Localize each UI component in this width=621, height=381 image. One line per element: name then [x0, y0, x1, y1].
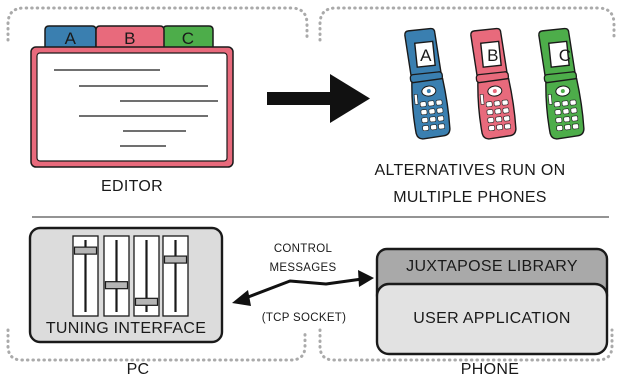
tuning-slider[interactable] — [103, 235, 130, 317]
tuning-slider[interactable] — [72, 235, 99, 317]
slider-knob[interactable] — [73, 246, 98, 255]
phone-label-c: C — [558, 46, 572, 65]
flip-phone-b — [470, 27, 517, 140]
deploy-arrow — [267, 74, 370, 123]
phones-group-frame — [318, 6, 616, 42]
phone-label-a: A — [420, 46, 432, 65]
phone-group-frame — [318, 328, 614, 362]
phones-caption-line2: MULTIPLE PHONES — [393, 189, 547, 206]
pc-group-frame — [6, 328, 307, 362]
control-messages-arrow — [232, 270, 374, 306]
pc-caption: PC — [126, 361, 150, 378]
flip-phone-a — [404, 27, 451, 140]
slider-knob[interactable] — [104, 281, 129, 290]
tcp-socket-label: (TCP SOCKET) — [261, 312, 347, 324]
tuning-slider[interactable] — [162, 235, 189, 317]
user-application-label: USER APPLICATION — [413, 310, 571, 327]
slider-knob[interactable] — [134, 297, 159, 306]
tuning-interface-title: TUNING INTERFACE — [45, 320, 207, 337]
flip-phone-c — [538, 27, 585, 140]
user-application-layer — [375, 282, 609, 356]
phone-caption: PHONE — [460, 361, 520, 378]
control-label-line1: CONTROL — [273, 243, 333, 255]
editor-text-lines — [54, 69, 218, 147]
editor-tab-a-label: A — [64, 29, 77, 48]
tuning-slider[interactable] — [133, 235, 160, 317]
control-label-line2: MESSAGES — [269, 262, 337, 274]
phone-label-b: B — [487, 46, 499, 65]
slider-knob[interactable] — [163, 255, 188, 264]
editor-tab-b-label: B — [124, 29, 136, 48]
editor-text-area[interactable] — [36, 52, 228, 162]
editor-caption: EDITOR — [101, 178, 163, 195]
editor-group-frame — [6, 6, 309, 42]
editor-tab-b[interactable] — [95, 25, 165, 51]
editor-tab-c-label: C — [181, 29, 195, 48]
juxtapose-library-label: JUXTAPOSE LIBRARY — [406, 258, 578, 275]
phones-caption-line1: ALTERNATIVES RUN ON — [374, 162, 566, 179]
